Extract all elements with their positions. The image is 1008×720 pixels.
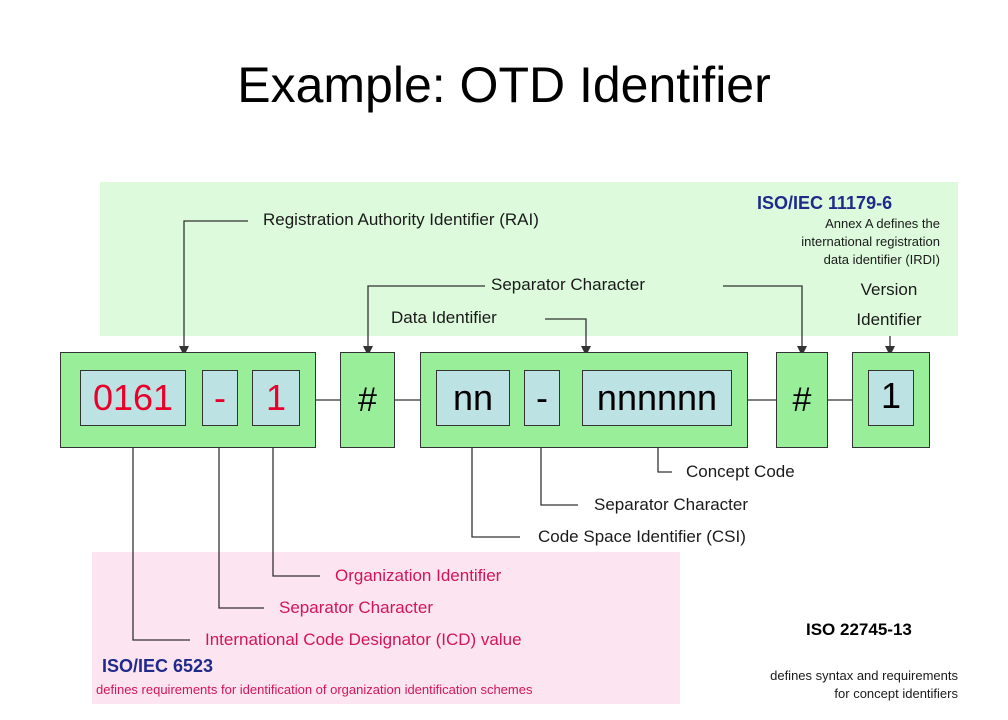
org-value: 1 [265,377,287,418]
hash-1-value: # [358,380,377,419]
version-label-line1: Version [860,280,918,299]
iso-6523-region [92,552,680,704]
iso-6523-title: ISO/IEC 6523 [102,656,214,676]
version-value: 1 [880,375,902,416]
iso-22745-title: ISO 22745-13 [806,620,912,639]
icd-label: International Code Designator (ICD) valu… [205,630,522,649]
iso-22745-line1: defines syntax and requirements [770,668,958,683]
org-separator-cell: - [202,370,238,426]
concept-code-cell: nnnnnn [582,370,732,426]
version-label-line2: Identifier [856,310,922,329]
iso-22745-line2: for concept identifiers [834,686,958,701]
csi-cell: nn [436,370,510,426]
iso-11179-line2: international registration [801,234,940,249]
org-separator-value: - [214,377,226,418]
concept-code-label: Concept Code [686,462,795,481]
concept-code-value: nnnnnn [596,377,718,418]
separator-bottom-label: Separator Character [279,598,434,617]
page-title: Example: OTD Identifier [237,57,771,113]
iso-6523-description: defines requirements for identification … [96,682,533,697]
rai-label: Registration Authority Identifier (RAI) [263,210,539,229]
version-cell: 1 [868,370,914,426]
csi-label: Code Space Identifier (CSI) [538,527,746,546]
icd-cell: 0161 [80,370,186,426]
separator-mid-label: Separator Character [594,495,749,514]
iso-11179-region [100,182,958,336]
iso-11179-line3: data identifier (IRDI) [823,252,940,267]
csi-value: nn [452,377,494,418]
data-identifier-label: Data Identifier [391,308,497,327]
organization-label: Organization Identifier [335,566,502,585]
iso-11179-line1: Annex A defines the [825,216,940,231]
iso-11179-title: ISO/IEC 11179-6 [757,193,893,213]
separator-top-label: Separator Character [491,275,646,294]
hash-2-value: # [792,380,812,419]
org-cell: 1 [252,370,300,426]
separator-hash-2: # [776,352,828,448]
csi-separator-value: - [536,377,548,418]
separator-hash-1: # [340,352,395,448]
csi-separator-cell: - [524,370,560,426]
icd-value: 0161 [92,377,174,418]
